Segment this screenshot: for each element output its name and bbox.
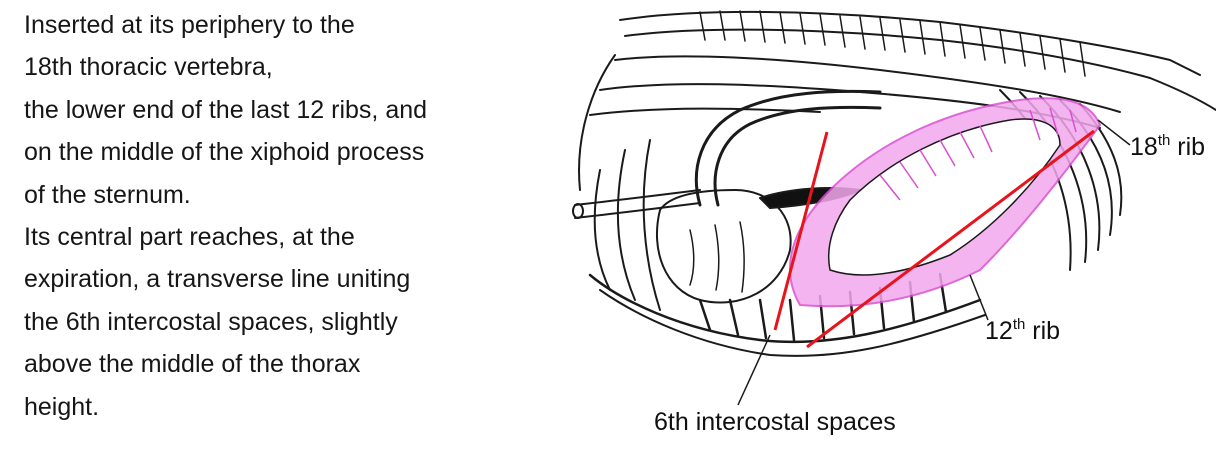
back-muscle <box>614 55 1121 113</box>
label-18th-rib: 18th rib <box>1130 133 1205 162</box>
thorax-illustration <box>555 0 1216 469</box>
spine-outline <box>624 28 1151 79</box>
sternum <box>588 273 982 344</box>
rib <box>616 149 636 301</box>
body-outline <box>1149 77 1216 111</box>
text-line: Its central part reaches, at the <box>24 223 355 252</box>
text-line: expiration, a transverse line uniting <box>24 265 411 294</box>
guide-line <box>806 129 1095 349</box>
aorta <box>713 105 882 207</box>
text-line: 18th thoracic vertebra, <box>24 53 273 82</box>
label-suffix: th <box>1012 316 1026 333</box>
heart <box>655 189 792 304</box>
leader-line <box>969 274 989 321</box>
aorta <box>694 89 882 207</box>
description-text: Inserted at its periphery to the 18th th… <box>24 4 544 428</box>
trachea <box>574 202 701 219</box>
text-line: the lower end of the last 12 ribs, and <box>24 95 428 124</box>
text-line: height. <box>24 392 100 421</box>
leader-line <box>737 334 771 406</box>
text-line: the 6th intercostal spaces, slightly <box>24 307 398 336</box>
vertebra-hatching <box>699 10 1086 77</box>
rib <box>593 169 611 291</box>
label-12th-rib: 12th rib <box>985 317 1060 346</box>
label-number: 12 <box>985 317 1013 345</box>
text-line: on the middle of the xiphoid process <box>24 138 425 167</box>
text-line: above the middle of the thorax <box>24 350 361 379</box>
heart-detail <box>689 221 745 293</box>
label-number: 18 <box>1130 133 1158 161</box>
leader-line <box>1097 119 1131 146</box>
body-outline <box>578 54 616 191</box>
trachea <box>574 189 701 206</box>
label-suffix: th <box>1157 132 1171 149</box>
spine-outline <box>619 10 1201 76</box>
text-line: of the sternum. <box>24 180 191 209</box>
label-word: rib <box>1177 133 1206 161</box>
trachea-opening <box>572 203 584 219</box>
guide-line <box>773 131 829 331</box>
text-line: Inserted at its periphery to the <box>24 11 355 39</box>
thorax-drawing <box>572 10 1216 406</box>
label-word: rib <box>1032 317 1061 345</box>
diaphragm-fibers <box>879 107 1077 201</box>
sternum <box>599 289 986 357</box>
label-intercostal-spaces: 6th intercostal spaces <box>654 408 896 436</box>
rib <box>642 139 661 311</box>
